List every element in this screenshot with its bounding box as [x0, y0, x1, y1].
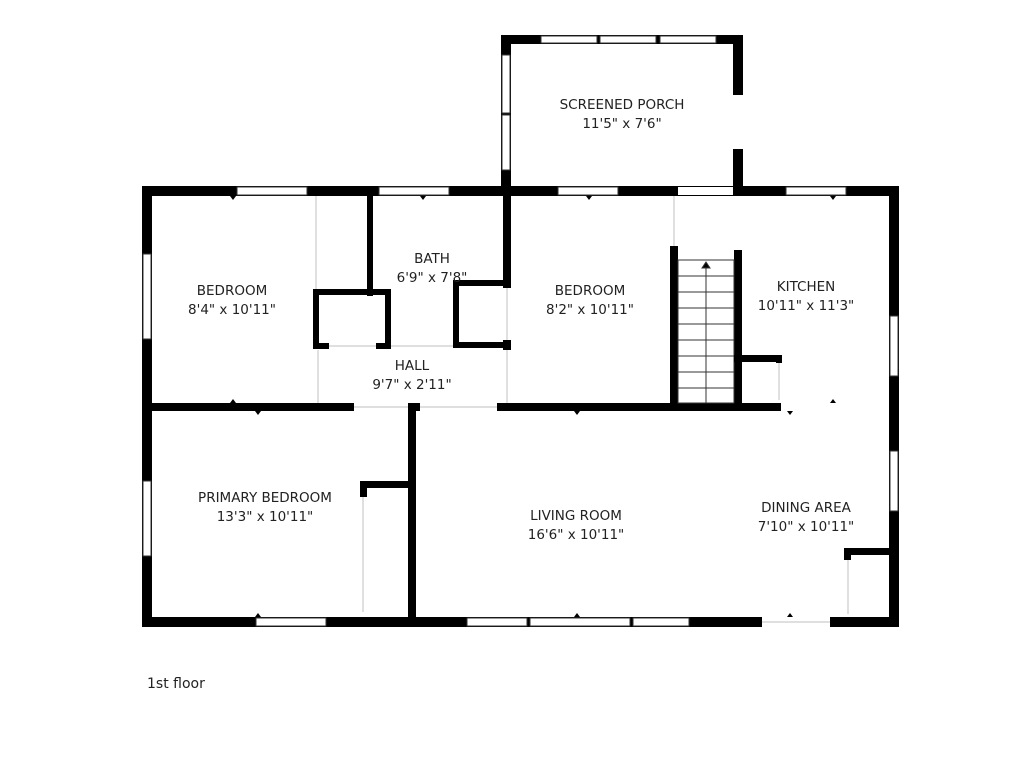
window [236, 186, 308, 196]
stair-porch-opening [678, 187, 733, 195]
mid-wall [142, 403, 354, 411]
room-name: SCREENED PORCH [559, 97, 685, 113]
room-size: 6'9" x 7'8" [396, 270, 468, 286]
closet-wall [376, 343, 391, 349]
closet-wall [453, 342, 509, 348]
closet-wall [453, 280, 509, 286]
window [142, 480, 152, 557]
room-dining-area: DINING AREA 7'10" x 10'11" [758, 499, 855, 537]
room-size: 11'5" x 7'6" [582, 116, 662, 132]
room-size: 9'7" x 2'11" [372, 377, 452, 393]
window [255, 617, 327, 627]
room-name: BATH [414, 251, 450, 267]
room-living-room: LIVING ROOM 16'6" x 10'11" [528, 507, 625, 545]
room-size: 10'11" x 11'3" [757, 298, 855, 314]
window [501, 114, 511, 171]
window [501, 54, 511, 114]
closet-wall [360, 481, 416, 488]
room-bedroom-2: BEDROOM 8'2" x 10'11" [546, 282, 634, 320]
window [889, 315, 899, 377]
porch-door-opening [733, 95, 743, 149]
bedroom2-west-wall [503, 186, 511, 288]
closet-wall [385, 289, 391, 349]
living-west-wall [408, 411, 416, 621]
room-name: LIVING ROOM [530, 508, 622, 524]
room-size: 16'6" x 10'11" [527, 527, 625, 543]
window [785, 186, 847, 196]
closet-wall [453, 280, 459, 348]
closet-wall [313, 289, 391, 295]
room-size: 7'10" x 10'11" [757, 519, 855, 535]
window [540, 35, 598, 44]
window [632, 617, 690, 627]
north-wall [142, 186, 899, 196]
window [378, 186, 450, 196]
room-name: BEDROOM [554, 283, 626, 299]
window [142, 253, 152, 340]
staircase [677, 259, 735, 404]
room-screened-porch: SCREENED PORCH 11'5" x 7'6" [560, 96, 685, 134]
mid-wall [408, 403, 420, 411]
room-bath: BATH 6'9" x 7'8" [397, 250, 468, 288]
window [529, 617, 631, 627]
window [599, 35, 657, 44]
room-size: 8'4" x 10'11" [188, 302, 276, 318]
room-name: PRIMARY BEDROOM [198, 490, 332, 506]
room-bedroom-1: BEDROOM 8'4" x 10'11" [188, 282, 276, 320]
bath-wall [367, 196, 373, 296]
window [659, 35, 717, 44]
east-wall [889, 186, 899, 627]
closet-wall [844, 548, 894, 555]
window [466, 617, 528, 627]
room-name: DINING AREA [761, 500, 851, 516]
stair-east-wall [734, 250, 742, 408]
room-hall: HALL 9'7" x 2'11" [372, 357, 451, 395]
room-name: BEDROOM [196, 283, 268, 299]
room-name: HALL [394, 358, 430, 374]
room-kitchen: KITCHEN 10'11" x 11'3" [758, 278, 855, 316]
window [889, 450, 899, 512]
closet-wall [313, 343, 329, 349]
bedroom2-west-wall [503, 340, 511, 350]
room-name: KITCHEN [776, 279, 836, 295]
room-size: 13'3" x 10'11" [216, 509, 314, 525]
closet-wall [313, 289, 319, 349]
room-primary-bedroom: PRIMARY BEDROOM 13'3" x 10'11" [198, 489, 332, 527]
window [557, 186, 619, 196]
floor-label: 1st floor [147, 676, 205, 692]
stair-west-wall [670, 246, 678, 408]
mid-wall [497, 403, 781, 411]
room-size: 8'2" x 10'11" [546, 302, 634, 318]
